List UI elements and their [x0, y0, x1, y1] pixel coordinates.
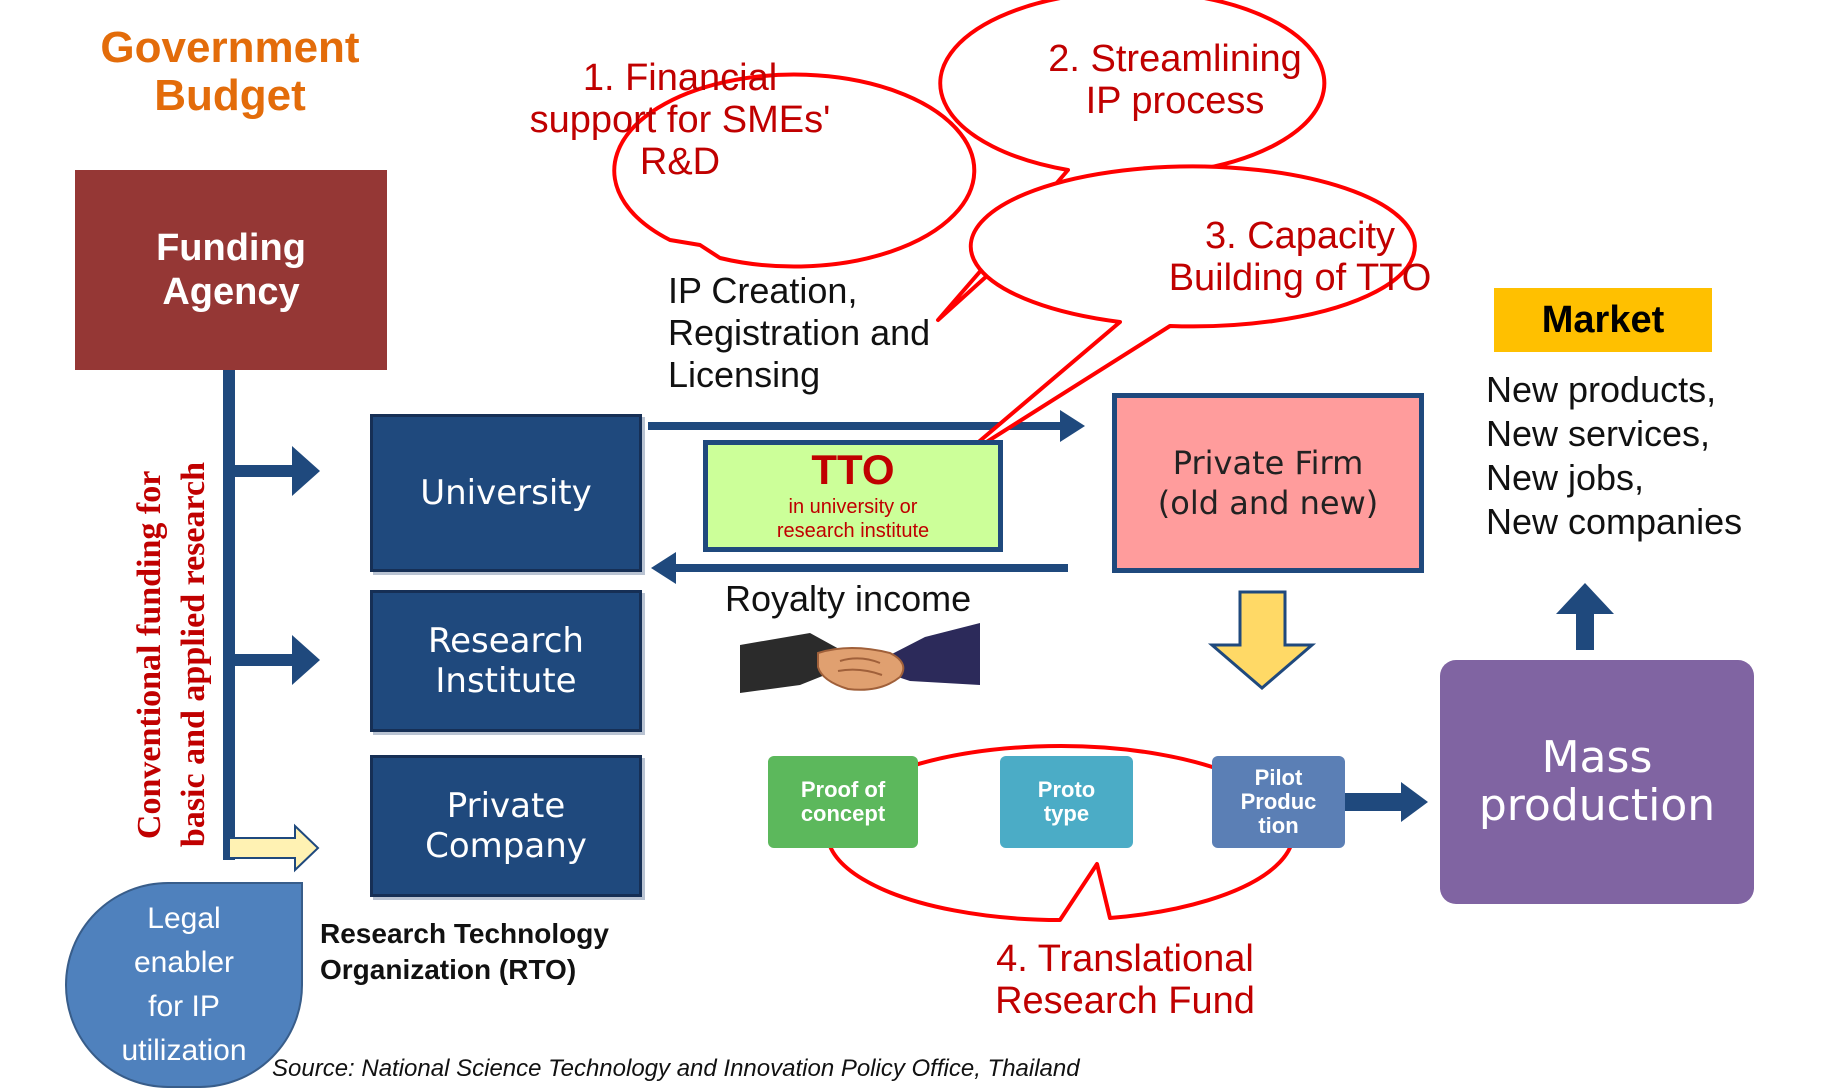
callout-3-text: 3. Capacity Building of TTO [1100, 212, 1500, 302]
conventional-funding-text-wrap: Conventional funding for basic and appli… [122, 435, 222, 875]
callout-2-text: 2. Streamlining IP process [1000, 35, 1350, 125]
stage-arrow-3 [1345, 782, 1428, 822]
market-label-box: Market [1494, 288, 1712, 352]
callout-1-text: 1. Financial support for SMEs' R&D [510, 55, 850, 185]
stage-proof-of-concept: Proof of concept [768, 756, 918, 848]
research-institute-label: Research Institute [428, 621, 584, 701]
royalty-income-text: Royalty income [725, 578, 972, 619]
callout-2-bubble [936, 0, 1327, 322]
university-box: University [370, 414, 642, 572]
tto-subtitle: in university or research institute [776, 496, 930, 542]
funding-agency-box: Funding Agency [75, 170, 387, 370]
private-firm-label: Private Firm (old and new) [1157, 444, 1379, 522]
callout-4-label: 4. Translational Research Fund [995, 938, 1255, 1022]
handshake-image [740, 623, 980, 693]
rto-label: Research Technology Organization (RTO) [320, 918, 609, 985]
legal-enabler-text: Legal enabler for IP utilization [121, 902, 247, 1067]
funding-agency-label: Funding Agency [156, 227, 306, 313]
private-company-label: Private Company [425, 786, 587, 866]
callout-4-text: 4. Translational Research Fund [920, 935, 1330, 1025]
branch-arrow-research-institute [229, 635, 320, 685]
callout-1-label: 1. Financial support for SMEs' R&D [529, 57, 831, 183]
conventional-funding-text: Conventional funding for basic and appli… [131, 462, 212, 848]
stage-prototype-label: Proto type [1037, 777, 1096, 826]
mass-production-label: Mass production [1478, 732, 1716, 831]
branch-arrow-private-company [228, 823, 320, 873]
stage-prototype: Proto type [1000, 756, 1133, 848]
licensing-arrow [648, 410, 1085, 442]
source-note: Source: National Science Technology and … [272, 1055, 1080, 1082]
callout-3-bubble [953, 164, 1417, 464]
research-institute-box: Research Institute [370, 590, 642, 732]
tto-box: TTO in university or research institute [703, 440, 1003, 552]
legal-enabler-bubble: Legal enabler for IP utilization [65, 882, 303, 1088]
mass-production-box: Mass production [1440, 660, 1754, 904]
university-label: University [420, 473, 592, 513]
callout-1-bubble [612, 72, 977, 269]
private-company-box: Private Company [370, 755, 642, 897]
government-budget-title: Government Budget [100, 23, 360, 120]
ip-creation-text: IP Creation, Registration and Licensing [668, 270, 931, 395]
stage-proof-of-concept-label: Proof of concept [800, 777, 886, 826]
market-label: Market [1541, 298, 1665, 341]
up-arrow-market [1556, 583, 1614, 650]
callout-3-label: 3. Capacity Building of TTO [1168, 215, 1432, 299]
callout-2-label: 2. Streamlining IP process [1048, 38, 1302, 122]
tto-title: TTO [811, 446, 895, 493]
market-outcomes-text: New products, New services, New jobs, Ne… [1486, 369, 1743, 542]
funding-trunk-line [223, 370, 235, 860]
private-firm-box: Private Firm (old and new) [1112, 393, 1424, 573]
down-arrow-yellow [1207, 590, 1317, 690]
stage-pilot-production-label: Pilot Produc tion [1240, 765, 1317, 838]
royalty-arrow [651, 552, 1068, 584]
stage-pilot-production: Pilot Produc tion [1212, 756, 1345, 848]
branch-arrow-university [229, 446, 320, 496]
